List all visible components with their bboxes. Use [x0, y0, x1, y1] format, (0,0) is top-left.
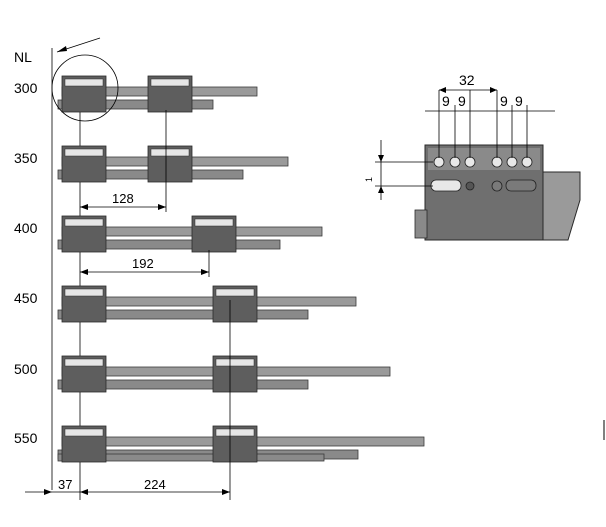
slide-row-450 [57, 285, 357, 323]
nl-arrow [57, 46, 67, 52]
detail-dim-9: 9 [515, 93, 523, 109]
dim-arrow [158, 204, 166, 210]
nl-label: NL [14, 49, 32, 65]
dim-arrow [378, 186, 384, 193]
bracket-holes [150, 78, 190, 87]
bracket-holes [215, 358, 255, 367]
dim-arrow [222, 489, 230, 495]
detail-dim-9: 9 [500, 93, 508, 109]
bracket-holes [64, 78, 104, 87]
dim-arrow [439, 87, 446, 93]
row-label-450: 450 [14, 290, 38, 306]
slide-row-350 [57, 145, 289, 183]
bracket-holes [64, 288, 104, 297]
detail-dim-9: 9 [442, 93, 450, 109]
slide-runner [57, 99, 214, 110]
bracket-holes [194, 218, 234, 227]
detail-slot [505, 179, 537, 192]
detail-hole [506, 156, 518, 168]
slide-row-300 [51, 54, 258, 122]
slide-runner [57, 379, 309, 390]
dim-arrow [490, 87, 497, 93]
detail-rail-stub [414, 209, 428, 239]
dim-arrow [80, 489, 88, 495]
dim-arrow [80, 269, 88, 275]
bracket-holes [150, 148, 190, 157]
detail-hole-small [465, 181, 475, 191]
dim-arrow [80, 204, 88, 210]
slide-runner [57, 309, 309, 320]
bracket-holes [64, 428, 104, 437]
detail-hole [433, 156, 445, 168]
slide-row-400 [57, 215, 323, 253]
bracket-holes [64, 218, 104, 227]
detail-hole [491, 156, 503, 168]
dim-arrow [378, 155, 384, 162]
row-label-550: 550 [14, 430, 38, 446]
slide-row-500 [57, 355, 391, 393]
row-label-300: 300 [14, 80, 38, 96]
dim-37: 37 [58, 477, 72, 492]
dim-224: 224 [144, 477, 166, 492]
slide-row-550 [57, 425, 425, 463]
detail-rail-end [542, 171, 581, 241]
detail-slot [430, 179, 462, 192]
row-label-500: 500 [14, 361, 38, 377]
detail-hole-small [491, 180, 503, 192]
row-label-350: 350 [14, 150, 38, 166]
detail-dim-1: 1 [364, 177, 374, 182]
slide-runner [57, 239, 281, 250]
dim-arrow [201, 269, 209, 275]
dim-128: 128 [112, 191, 134, 206]
detail-hole [464, 156, 476, 168]
detail-dim-32: 32 [459, 72, 475, 88]
bracket-holes [215, 428, 255, 437]
detail-callout-circle [51, 54, 119, 122]
row-label-400: 400 [14, 220, 38, 236]
dim-192: 192 [132, 256, 154, 271]
detail-view: 32 9 9 9 9 1 [364, 72, 581, 241]
bracket-holes [64, 358, 104, 367]
detail-hole [449, 156, 461, 168]
dim-arrow [44, 489, 52, 495]
detail-dim-9: 9 [458, 93, 466, 109]
bracket-holes [215, 288, 255, 297]
slide-runner-inner [57, 453, 325, 462]
detail-hole [521, 156, 533, 168]
bracket-holes [64, 148, 104, 157]
